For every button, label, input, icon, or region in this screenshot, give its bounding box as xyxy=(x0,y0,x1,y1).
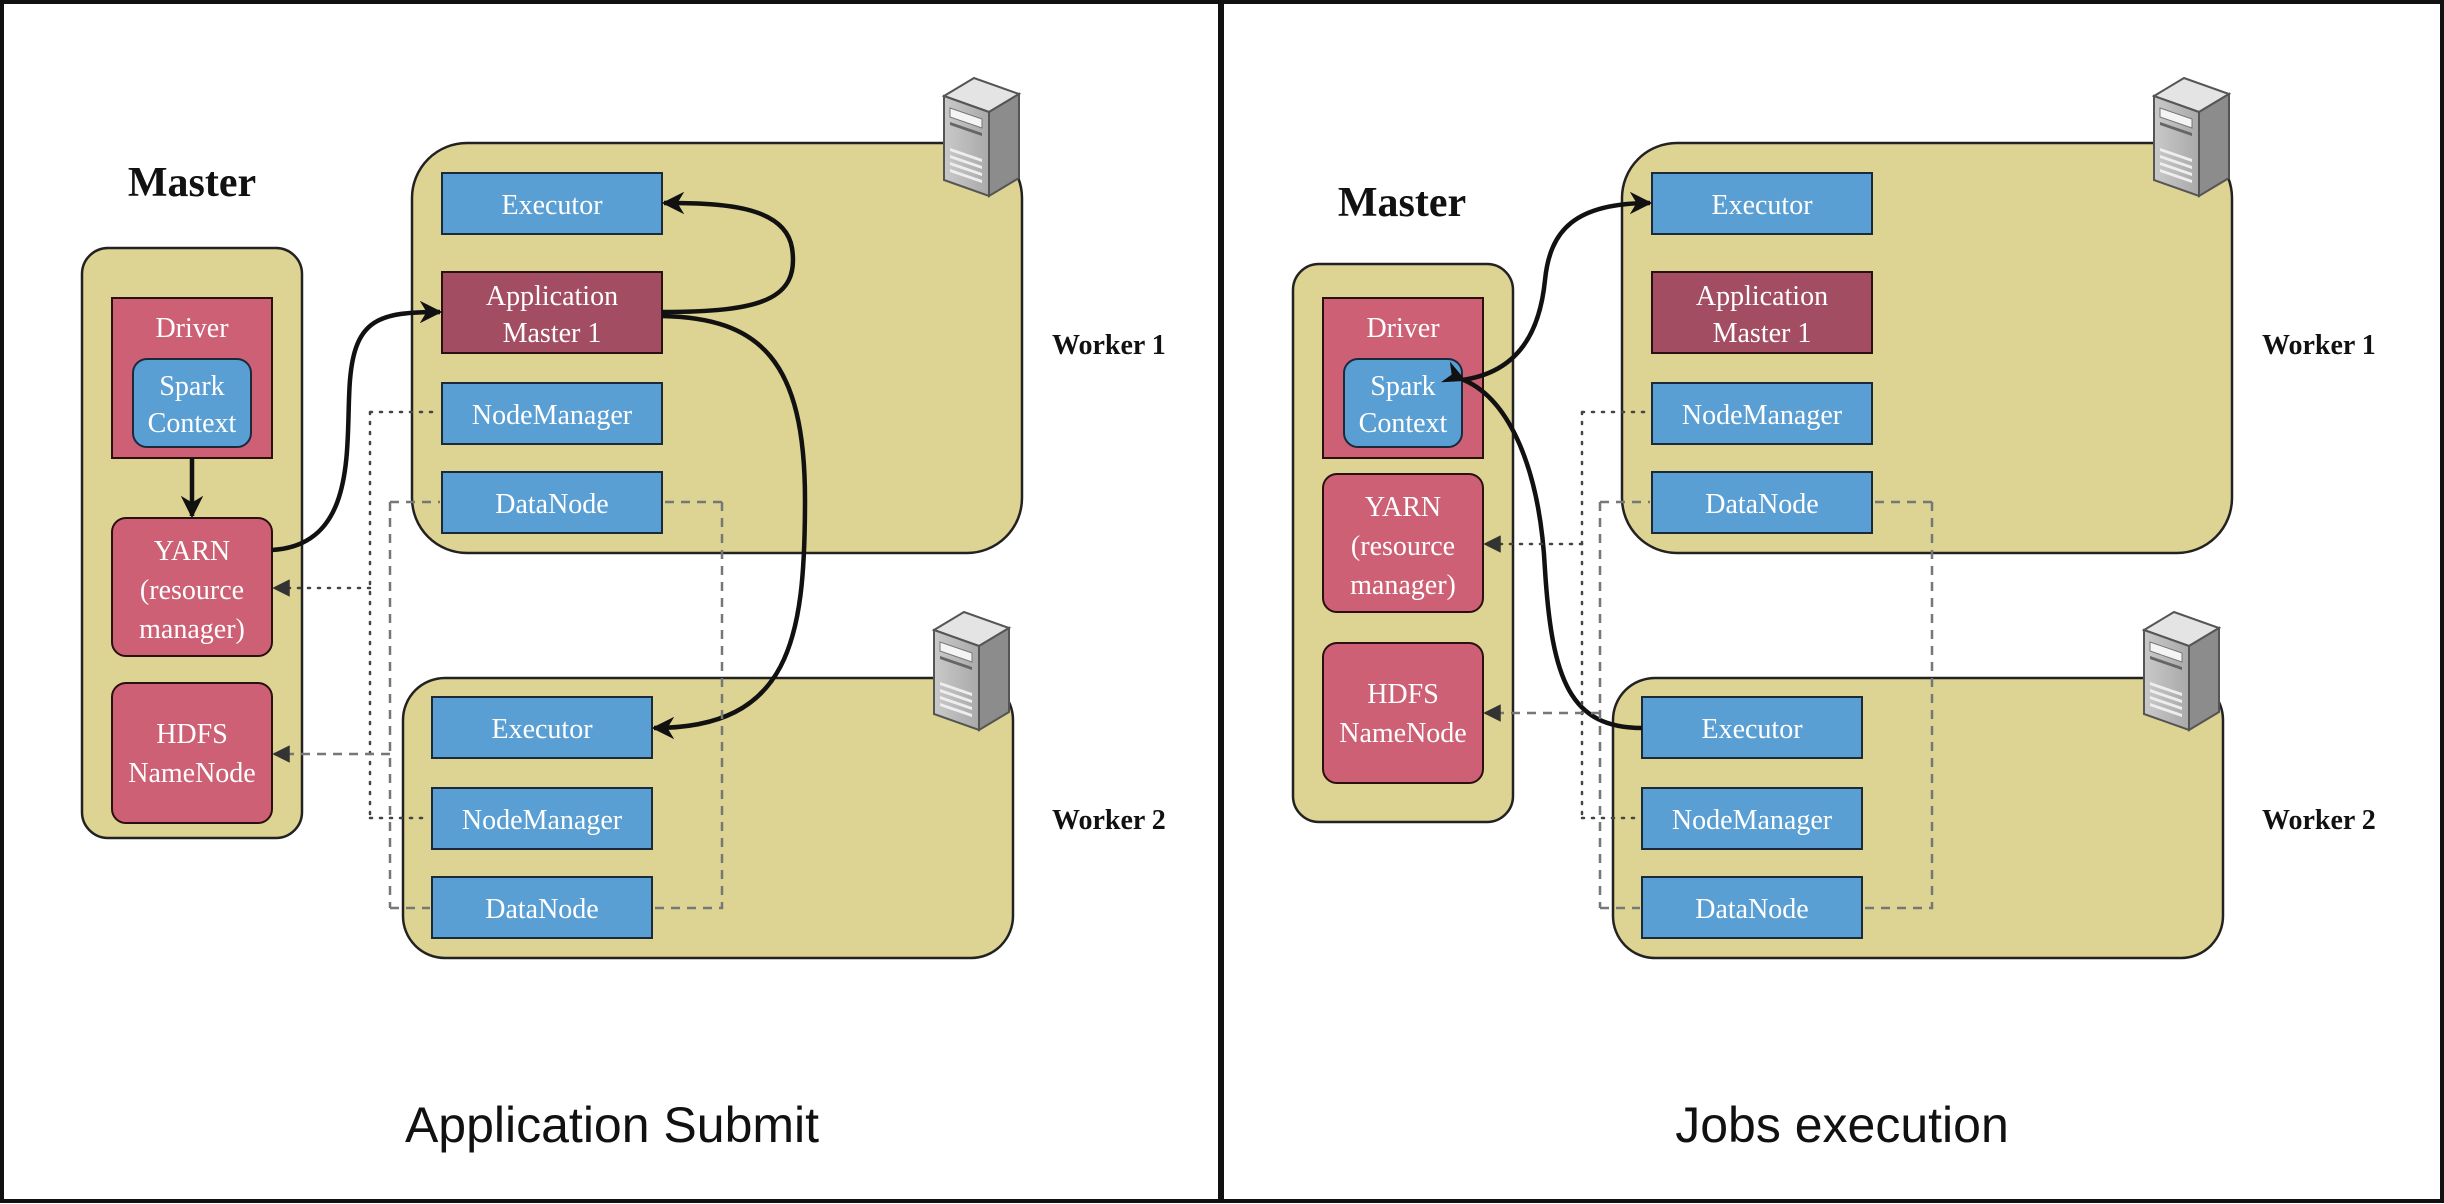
application-master-box[interactable] xyxy=(1651,271,1873,354)
worker1-executor-box[interactable] xyxy=(1651,172,1873,235)
worker1-nodemanager-box[interactable] xyxy=(1651,382,1873,445)
yarn-line-2: (resource xyxy=(140,575,244,606)
worker2-executor-box[interactable] xyxy=(431,696,653,759)
panel-jobs-execution: Master Driver Spark Context YARN (resour… xyxy=(1291,77,2376,1153)
worker1-executor-box[interactable] xyxy=(441,172,663,235)
worker2-executor-label: Executor xyxy=(491,714,593,745)
worker2-nodemanager-box[interactable] xyxy=(431,787,653,850)
worker2-label: Worker 2 xyxy=(1052,805,1166,836)
arrow-app-master-to-executor2 xyxy=(651,313,808,740)
dashed-datanode-links xyxy=(388,500,440,910)
spark-context-box[interactable] xyxy=(1343,358,1463,448)
server-icon xyxy=(943,77,1020,197)
server-icon xyxy=(933,611,1010,731)
caption-jobs-execution: Jobs execution xyxy=(1675,1097,2009,1153)
master-title: Master xyxy=(128,160,256,206)
spark-context-line-2: Context xyxy=(148,408,237,439)
yarn-line-2: (resource xyxy=(1351,531,1455,562)
yarn-line-3: manager) xyxy=(139,614,245,645)
panel-application-submit: Master Driver Spark Context YARN (resour… xyxy=(80,77,1166,1153)
hdfs-line-1: HDFS xyxy=(1367,679,1439,710)
worker1-datanode-label: DataNode xyxy=(1705,489,1819,520)
yarn-line-1: YARN xyxy=(1365,492,1441,523)
server-icon xyxy=(2153,77,2230,197)
worker1-nodemanager-label: NodeManager xyxy=(1682,400,1843,431)
app-master-line-1: Application xyxy=(486,281,618,312)
arrow-executor2-to-context xyxy=(1440,361,1643,731)
hdfs-line-2: NameNode xyxy=(128,758,256,789)
worker1-node xyxy=(1620,141,2234,555)
worker1-datanode-label: DataNode xyxy=(495,489,609,520)
master-title: Master xyxy=(1338,180,1466,226)
yarn-box[interactable] xyxy=(1322,473,1484,613)
hdfs-line-1: HDFS xyxy=(156,719,228,750)
worker1-label: Worker 1 xyxy=(2262,330,2376,361)
hdfs-namenode-box[interactable] xyxy=(1322,642,1484,784)
worker1-executor-label: Executor xyxy=(1711,190,1813,221)
spark-context-line-1: Spark xyxy=(159,371,224,402)
worker1-datanode-box[interactable] xyxy=(1651,471,1873,534)
worker1-node xyxy=(410,141,1024,555)
worker2-datanode-label: DataNode xyxy=(1695,894,1809,925)
worker2-label: Worker 2 xyxy=(2262,805,2376,836)
worker2-nodemanager-box[interactable] xyxy=(1641,787,1863,850)
caption-application-submit: Application Submit xyxy=(405,1097,819,1153)
driver-label: Driver xyxy=(155,313,229,344)
panel-frame-execution xyxy=(1220,0,2444,1203)
worker2-datanode-box[interactable] xyxy=(431,876,653,939)
spark-context-line-1: Spark xyxy=(1370,371,1435,402)
worker2-nodemanager-label: NodeManager xyxy=(462,805,623,836)
dashed-datanode-links xyxy=(1598,500,1650,910)
arrow-yarn-to-app-master xyxy=(271,300,443,553)
worker2-executor-box[interactable] xyxy=(1641,696,1863,759)
worker2-datanode-box[interactable] xyxy=(1641,876,1863,939)
app-master-line-2: Master 1 xyxy=(1713,318,1812,349)
dashed-datanode-replication xyxy=(654,500,724,910)
app-master-line-2: Master 1 xyxy=(503,318,602,349)
spark-context-line-2: Context xyxy=(1359,408,1448,439)
yarn-line-1: YARN xyxy=(154,536,230,567)
yarn-line-3: manager) xyxy=(1350,570,1456,601)
dashed-datanode-replication xyxy=(1864,500,1934,910)
worker1-executor-label: Executor xyxy=(501,190,603,221)
dotted-nodemanager-links xyxy=(368,410,442,820)
arrow-executor1-to-context xyxy=(1461,191,1653,383)
worker1-nodemanager-label: NodeManager xyxy=(472,400,633,431)
hdfs-namenode-box[interactable] xyxy=(111,682,273,824)
server-icon xyxy=(2143,611,2220,731)
worker1-datanode-box[interactable] xyxy=(441,471,663,534)
hdfs-line-2: NameNode xyxy=(1339,718,1467,749)
driver-label: Driver xyxy=(1366,313,1440,344)
worker1-nodemanager-box[interactable] xyxy=(441,382,663,445)
worker2-nodemanager-label: NodeManager xyxy=(1672,805,1833,836)
worker2-datanode-label: DataNode xyxy=(485,894,599,925)
application-master-box[interactable] xyxy=(441,271,663,354)
spark-context-box[interactable] xyxy=(132,358,252,448)
app-master-line-1: Application xyxy=(1696,281,1828,312)
arrow-app-master-to-executor1 xyxy=(661,191,796,315)
worker1-label: Worker 1 xyxy=(1052,330,1166,361)
worker2-executor-label: Executor xyxy=(1701,714,1803,745)
dotted-nodemanager-links xyxy=(1580,410,1652,820)
